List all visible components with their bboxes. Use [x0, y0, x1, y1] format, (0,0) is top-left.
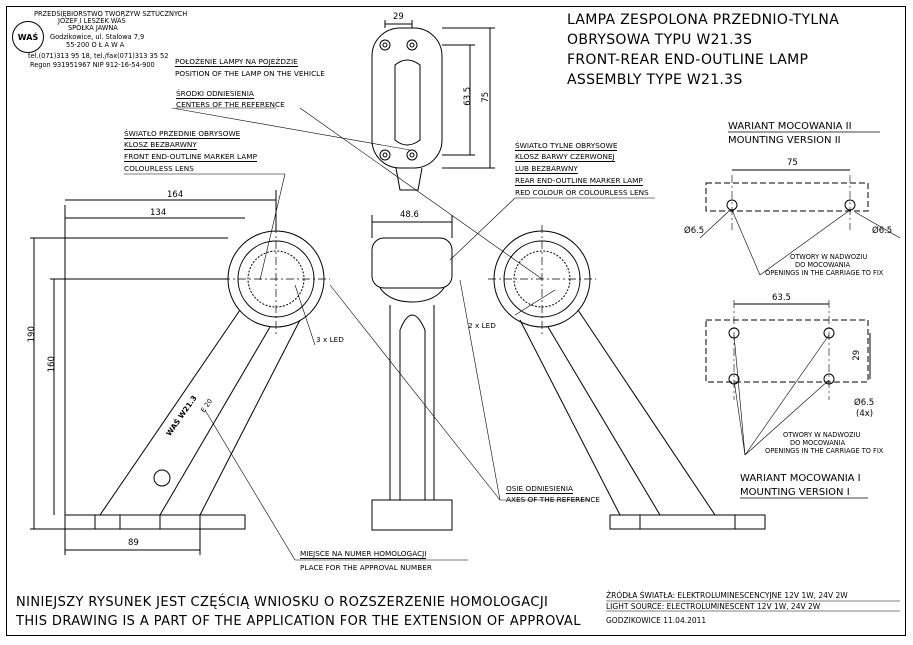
- dim-75-v2: 75: [787, 158, 798, 168]
- company-line-6: tel.(071)313 95 18, tel./fax(071)313 35 …: [28, 52, 169, 60]
- company-line-4: Godzikowice, ul. Stalowa 7,9: [50, 33, 145, 41]
- label-front-pl1: ŚWIATŁO PRZEDNIE OBRYSOWE: [124, 129, 241, 140]
- dim-phi-right: Ø6.5: [872, 226, 893, 236]
- variant2-holes-pl1: OTWORY W NADWOZIU: [790, 253, 868, 261]
- company-line-7: Regon 931951967 NIP 912-16-54-900: [30, 61, 155, 69]
- variant1-holes-pl2: DO MOCOWANIA: [790, 439, 846, 447]
- variant2-holes-en: OPENINGS IN THE CARRIAGE TO FIX: [765, 269, 884, 277]
- label-led-3: 3 x LED: [316, 335, 344, 344]
- label-axes-pl: OSIE ODNIESIENIA: [506, 484, 574, 495]
- dim-89: 89: [128, 538, 139, 548]
- label-centers-en: CENTERS OF THE REFERENCE: [176, 100, 285, 109]
- label-position-pl: POŁOŻENIE LAMPY NA POJEŹDZIE: [175, 57, 298, 68]
- company-logo: WAŚ: [12, 21, 44, 53]
- footer-source-pl: ŹRÓDŁA ŚWIATŁA: ELEKTROLUMINESCENCYJNE 1…: [606, 591, 848, 600]
- title-line-4: ASSEMBLY TYPE W21.3S: [567, 72, 743, 88]
- title-line-3: FRONT-REAR END-OUTLINE LAMP: [567, 52, 809, 68]
- footer-pl: NINIEJSZY RYSUNEK JEST CZĘŚCIĄ WNIOSKU O…: [16, 595, 549, 610]
- label-rear-en2: RED COLOUR OR COLOURLESS LENS: [515, 188, 649, 197]
- dim-29-top: 29: [393, 12, 404, 22]
- dim-4x: (4x): [856, 409, 874, 419]
- footer-place-date: GODZIKOWICE 11.04.2011: [606, 616, 707, 625]
- variant1-holes-pl1: OTWORY W NADWOZIU: [783, 431, 861, 439]
- variant2-title-pl: WARIANT MOCOWANIA II: [728, 121, 852, 132]
- label-rear-pl3: LUB BEZBARWNY: [515, 164, 578, 175]
- company-line-3: SPÓŁKA JAWNA: [68, 24, 118, 32]
- label-homol-pl: MIEJSCE NA NUMER HOMOLOGACJI: [300, 549, 427, 560]
- dim-63-5-top: 63.5: [463, 86, 474, 106]
- dim-75-top: 75: [481, 91, 492, 103]
- variant2-title-en: MOUNTING VERSION II: [728, 135, 841, 146]
- dim-164: 164: [167, 190, 184, 200]
- dim-63-5-v1: 63.5: [772, 293, 791, 303]
- label-centers-pl: ŚRODKI ODNIESIENIA: [176, 89, 254, 100]
- variant1-title-pl: WARIANT MOCOWANIA I: [740, 473, 861, 484]
- footer-source-en: LIGHT SOURCE: ELECTROLUMINESCENT 12V 1W,…: [606, 602, 821, 611]
- dim-phi-left: Ø6.5: [684, 226, 705, 236]
- dim-190: 190: [26, 326, 37, 343]
- label-front-en1: FRONT END-OUTLINE MARKER LAMP: [124, 152, 257, 163]
- variant1-holes-en: OPENINGS IN THE CARRIAGE TO FIX: [765, 447, 884, 455]
- label-rear-pl2: KLOSZ BARWY CZERWONEJ: [515, 152, 615, 163]
- label-rear-en1: REAR END-OUTLINE MARKER LAMP: [515, 176, 643, 187]
- label-homol-en: PLACE FOR THE APPROVAL NUMBER: [300, 563, 432, 572]
- logo-text: WAŚ: [17, 32, 39, 42]
- title-line-2: OBRYSOWA TYPU W21.3S: [567, 32, 753, 48]
- drawing-frame: [6, 6, 906, 636]
- title-line-1: LAMPA ZESPOLONA PRZEDNIO-TYLNA: [567, 12, 840, 28]
- variant2-holes-pl2: DO MOCOWANIA: [795, 261, 851, 269]
- top-view-inner: [394, 59, 421, 146]
- company-line-1: PRZEDSIĘBIORSTWO TWORZYW SZTUCZNYCH: [34, 10, 188, 18]
- label-front-en2: COLOURLESS LENS: [124, 164, 194, 173]
- company-line-5: 55-200 O Ł A W A: [66, 41, 125, 49]
- dim-phi-v1: Ø6.5: [854, 398, 875, 408]
- dim-29-v1: 29: [852, 349, 863, 361]
- company-line-2: JÓZEF I LESZEK WAŚ: [58, 17, 126, 25]
- label-axes-en: AXES OF THE REFERENCE: [506, 495, 601, 504]
- dim-134: 134: [150, 208, 167, 218]
- footer-en: THIS DRAWING IS A PART OF THE APPLICATIO…: [16, 614, 581, 629]
- label-rear-pl1: ŚWIATŁO TYLNE OBRYSOWE: [515, 141, 618, 152]
- dim-48-6: 48.6: [400, 210, 419, 220]
- dim-160: 160: [46, 356, 57, 373]
- top-view-body: [371, 27, 443, 169]
- label-front-pl2: KLOSZ BEZBARWNY: [124, 140, 197, 151]
- label-led-2: 2 x LED: [468, 321, 496, 330]
- variant1-title-en: MOUNTING VERSION I: [740, 487, 850, 498]
- label-position-en: POSITION OF THE LAMP ON THE VEHICLE: [175, 69, 325, 78]
